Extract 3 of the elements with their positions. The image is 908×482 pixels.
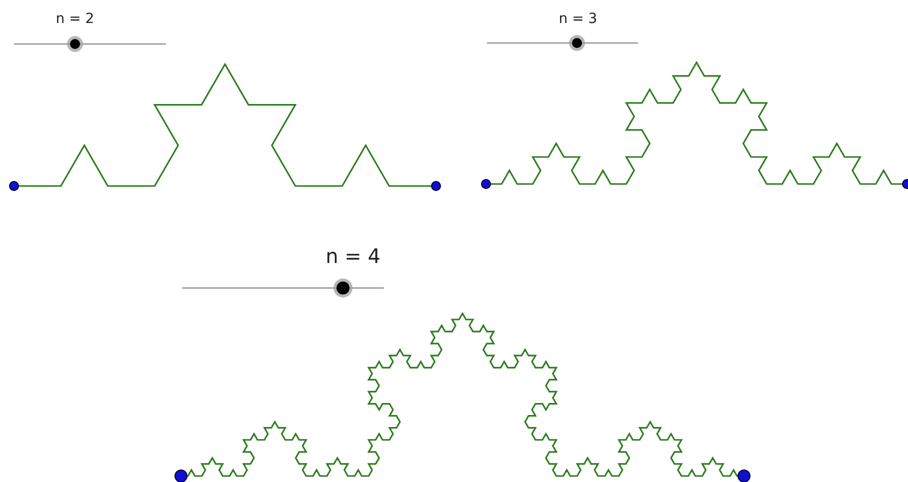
slider-label: n = 4 — [326, 246, 380, 266]
slider-label: n = 3 — [558, 12, 598, 26]
slider-label: n = 2 — [56, 12, 94, 26]
